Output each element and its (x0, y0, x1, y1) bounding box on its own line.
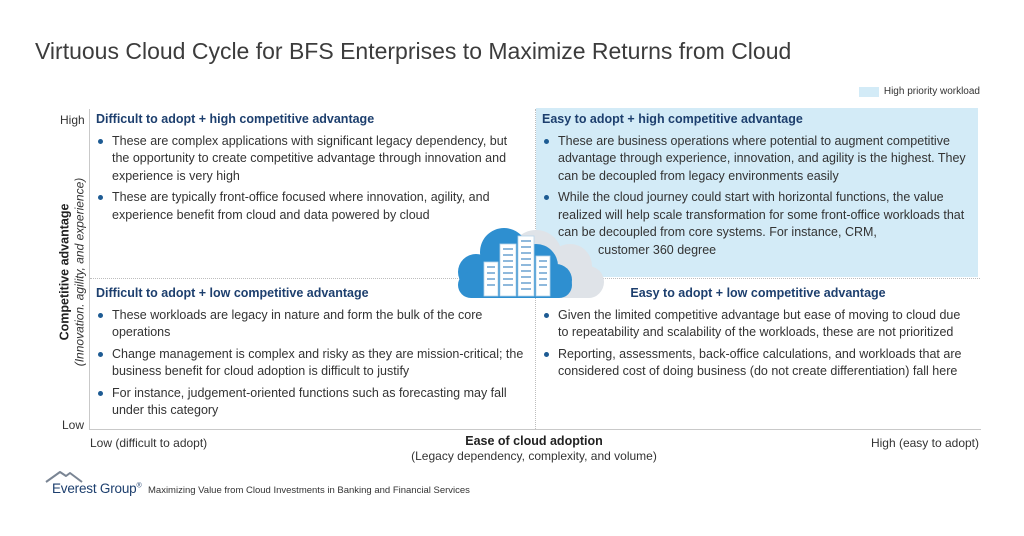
list-item: Change management is complex and risky a… (96, 346, 526, 381)
y-axis-line (89, 109, 90, 430)
y-axis-low: Low (62, 418, 85, 432)
quadrant-bottom-left: Difficult to adopt + low competitive adv… (96, 285, 526, 424)
y-axis-subtitle: (Innovation. agility, and experience) (72, 177, 87, 367)
bullet-text: Reporting, assessments, back-office calc… (558, 346, 962, 379)
everest-logo: Everest Group® (44, 469, 144, 499)
list-item: These are typically front-office focused… (96, 189, 526, 224)
bullet-icon (98, 138, 103, 144)
list-item: Reporting, assessments, back-office calc… (542, 346, 974, 381)
bullet-text: These are typically front-office focused… (112, 190, 490, 222)
bullet-text: For instance, judgement-oriented functio… (112, 385, 507, 418)
bullet-icon (98, 195, 103, 200)
bullet-icon (98, 312, 103, 318)
bullet-text-tail: customer 360 degree (598, 242, 717, 257)
bullet-icon (544, 195, 549, 200)
x-axis-title: Ease of cloud adoption (465, 434, 603, 448)
list-item: For instance, judgement-oriented functio… (96, 385, 526, 420)
legend-swatch (858, 86, 879, 97)
x-axis-high: High (easy to adopt) (870, 436, 979, 450)
y-axis-title: Competitive advantage (57, 203, 72, 341)
footer: Everest Group® Maximizing Value from Clo… (44, 469, 470, 499)
everest-logo-icon (45, 471, 83, 483)
x-axis-low: Low (difficult to adopt) (90, 436, 208, 450)
legend-label: High priority workload (883, 86, 980, 97)
bullet-text: These are business operations where pote… (558, 133, 966, 183)
quadrant-bottom-right: Easy to adopt + low competitive advantag… (542, 285, 974, 385)
high-priority-quadrant-bg (536, 108, 978, 277)
bullet-icon (544, 138, 549, 144)
quadrant-title: Difficult to adopt + low competitive adv… (96, 286, 369, 300)
bullet-text: Given the limited competitive advantage … (558, 307, 961, 340)
x-axis-label: Ease of cloud adoption (Legacy dependenc… (384, 434, 684, 463)
bullet-text: While the cloud journey could start with… (558, 190, 965, 239)
x-axis-line (89, 429, 981, 430)
y-axis-high: High (60, 113, 85, 127)
quadrant-title: Difficult to adopt + high competitive ad… (96, 112, 375, 126)
y-axis-label: Competitive advantage (Innovation. agili… (52, 112, 92, 432)
bullet-icon (98, 351, 103, 357)
bullet-icon (98, 390, 103, 396)
quadrant-top-right: Easy to adopt + high competitive advanta… (542, 111, 974, 263)
cloud-servers-icon (458, 228, 604, 298)
list-item: These workloads are legacy in nature and… (96, 307, 526, 342)
bullet-text: These are complex applications with sign… (112, 133, 508, 183)
bullet-icon (544, 312, 549, 318)
footer-caption: Maximizing Value from Cloud Investments … (148, 485, 470, 496)
quadrant-title: Easy to adopt + high competitive advanta… (542, 112, 803, 126)
bullet-text: Change management is complex and risky a… (112, 346, 524, 379)
logo-text: Everest Group® (52, 481, 142, 496)
quadrant-title: Easy to adopt + low competitive advantag… (630, 286, 886, 300)
list-item: While the cloud journey could start with… (542, 189, 974, 259)
page-title: Virtuous Cloud Cycle for BFS Enterprises… (35, 38, 792, 64)
quadrant-top-left: Difficult to adopt + high competitive ad… (96, 111, 526, 228)
list-item: These are complex applications with sign… (96, 133, 526, 186)
list-item: Given the limited competitive advantage … (542, 307, 974, 342)
x-axis-subtitle: (Legacy dependency, complexity, and volu… (411, 449, 657, 463)
legend: High priority workload (858, 86, 980, 97)
bullet-text: These workloads are legacy in nature and… (112, 307, 483, 340)
bullet-icon (544, 351, 549, 357)
list-item: These are business operations where pote… (542, 133, 974, 186)
